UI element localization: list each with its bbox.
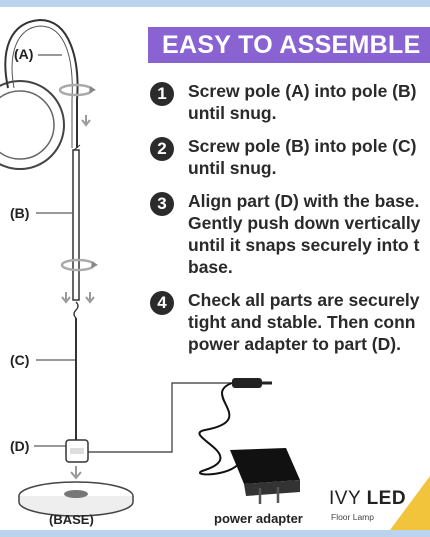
step-text: Screw pole (A) into pole (B) until snug.: [188, 81, 417, 123]
down-arrow-icon: [85, 292, 95, 304]
step-1: 1 Screw pole (A) into pole (B) until snu…: [150, 80, 430, 124]
brand-subtitle: Floor Lamp: [331, 512, 374, 522]
label-b: (B): [10, 205, 30, 221]
down-arrow-icon: [70, 466, 82, 480]
step-number-icon: 2: [150, 137, 174, 161]
corner-accent: [390, 476, 430, 530]
lamp-base: [18, 481, 134, 517]
step-text: Screw pole (B) into pole (C) until snug.: [188, 136, 417, 178]
easy-to-assemble-banner: EASY TO ASSEMBLE: [148, 27, 430, 63]
pole-b: [72, 149, 80, 301]
step-number-icon: 3: [150, 192, 174, 216]
power-cable: [88, 382, 232, 453]
step-4: 4 Check all parts are securely tight and…: [150, 289, 430, 355]
pole-a: [4, 18, 79, 148]
label-a: (A): [14, 46, 34, 62]
rotate-arrow-icon: [60, 258, 98, 272]
step-3: 3 Align part (D) with the base. Gently p…: [150, 190, 430, 278]
brand-logo: IVY LED: [329, 488, 406, 510]
lamp-head: [0, 80, 65, 170]
label-base: (BASE): [49, 512, 94, 527]
top-frame-border: [0, 0, 430, 7]
brand-name-light: IVY: [329, 488, 367, 509]
step-number-icon: 1: [150, 82, 174, 106]
step-2: 2 Screw pole (B) into pole (C) until snu…: [150, 135, 430, 179]
bottom-frame-border: [0, 530, 430, 537]
power-adapter: [230, 448, 300, 504]
label-c: (C): [10, 352, 30, 368]
step-text: Check all parts are securely tight and s…: [188, 290, 420, 354]
step-text: Align part (D) with the base. Gently pus…: [188, 191, 421, 277]
assembly-steps: 1 Screw pole (A) into pole (B) until snu…: [150, 80, 430, 366]
dc-plug: [232, 378, 262, 388]
down-arrow-icon: [81, 115, 91, 127]
label-d: (D): [10, 438, 30, 454]
adapter-caption: power adapter: [214, 511, 303, 526]
step-number-icon: 4: [150, 291, 174, 315]
brand-name-bold: LED: [366, 488, 407, 509]
rotate-arrow-icon: [58, 83, 96, 97]
down-arrow-icon: [61, 292, 71, 304]
